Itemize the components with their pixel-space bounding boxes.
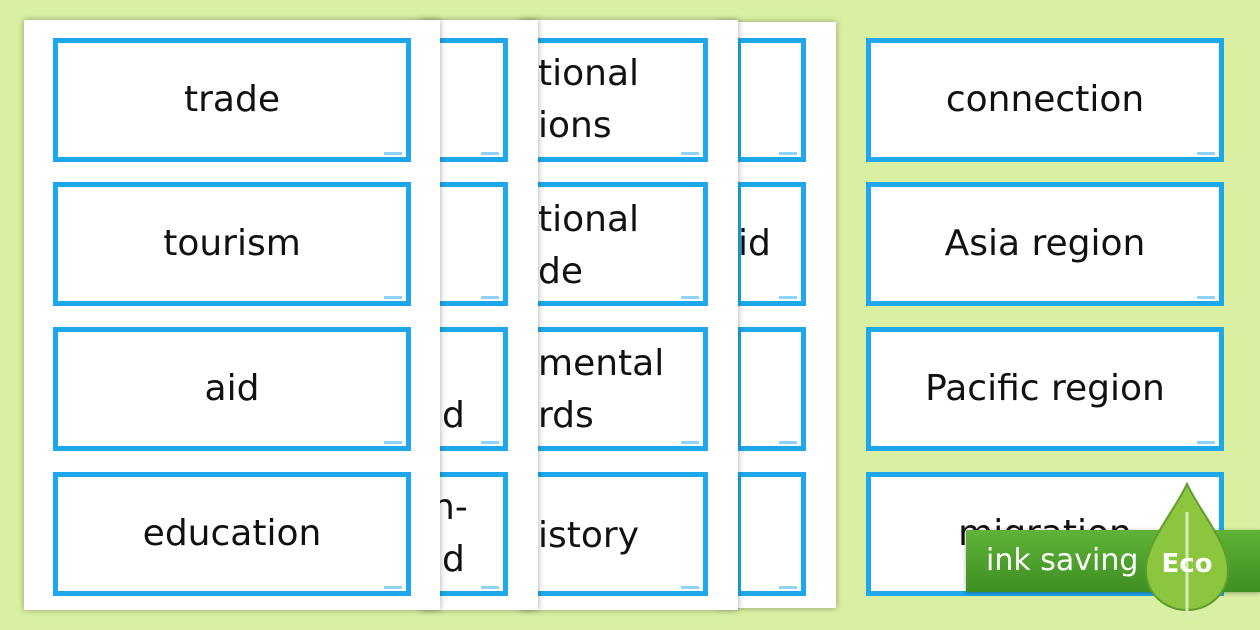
word-card <box>736 472 806 596</box>
card-word: education <box>142 512 322 554</box>
word-card <box>736 38 806 162</box>
word-card-connection: connection <box>866 38 1224 162</box>
word-card-sheet-front: trade tourism aid education <box>24 20 440 610</box>
word-card <box>520 182 708 306</box>
eco-leaf-drop-icon: Eco <box>1144 482 1230 620</box>
word-card-pacific-region: Pacific region <box>866 327 1224 451</box>
eco-logo-text: Eco <box>1161 549 1212 579</box>
card-text-fragment: de <box>538 251 583 292</box>
card-text-fragment: mental <box>538 343 665 384</box>
card-text-fragment: istory <box>538 515 640 556</box>
card-text-fragment: id <box>738 223 771 264</box>
word-card <box>520 327 708 451</box>
word-card-education: education <box>53 472 411 596</box>
card-word: Asia region <box>944 222 1146 264</box>
card-word: Pacific region <box>925 367 1165 409</box>
card-text-fragment: rds <box>538 395 594 436</box>
word-card <box>736 182 806 306</box>
word-card-asia-region: Asia region <box>866 182 1224 306</box>
word-card-tourism: tourism <box>53 182 411 306</box>
word-card <box>520 472 708 596</box>
word-card-sheet-back-2: tional ions tional de mental rds istory <box>520 20 738 610</box>
word-card <box>736 327 806 451</box>
ink-saving-label: ink saving <box>986 543 1139 578</box>
word-card-aid: aid <box>53 327 411 451</box>
word-card <box>520 38 708 162</box>
card-word: connection <box>945 78 1145 120</box>
word-card-sheet-back-3: id <box>718 22 836 608</box>
card-word: trade <box>184 78 280 120</box>
card-text-fragment: tional <box>538 199 640 240</box>
word-card-trade: trade <box>53 38 411 162</box>
card-word: aid <box>204 367 260 409</box>
card-text-fragment: ions <box>538 105 612 146</box>
card-word: tourism <box>163 222 301 264</box>
card-text-fragment: tional <box>538 53 640 94</box>
